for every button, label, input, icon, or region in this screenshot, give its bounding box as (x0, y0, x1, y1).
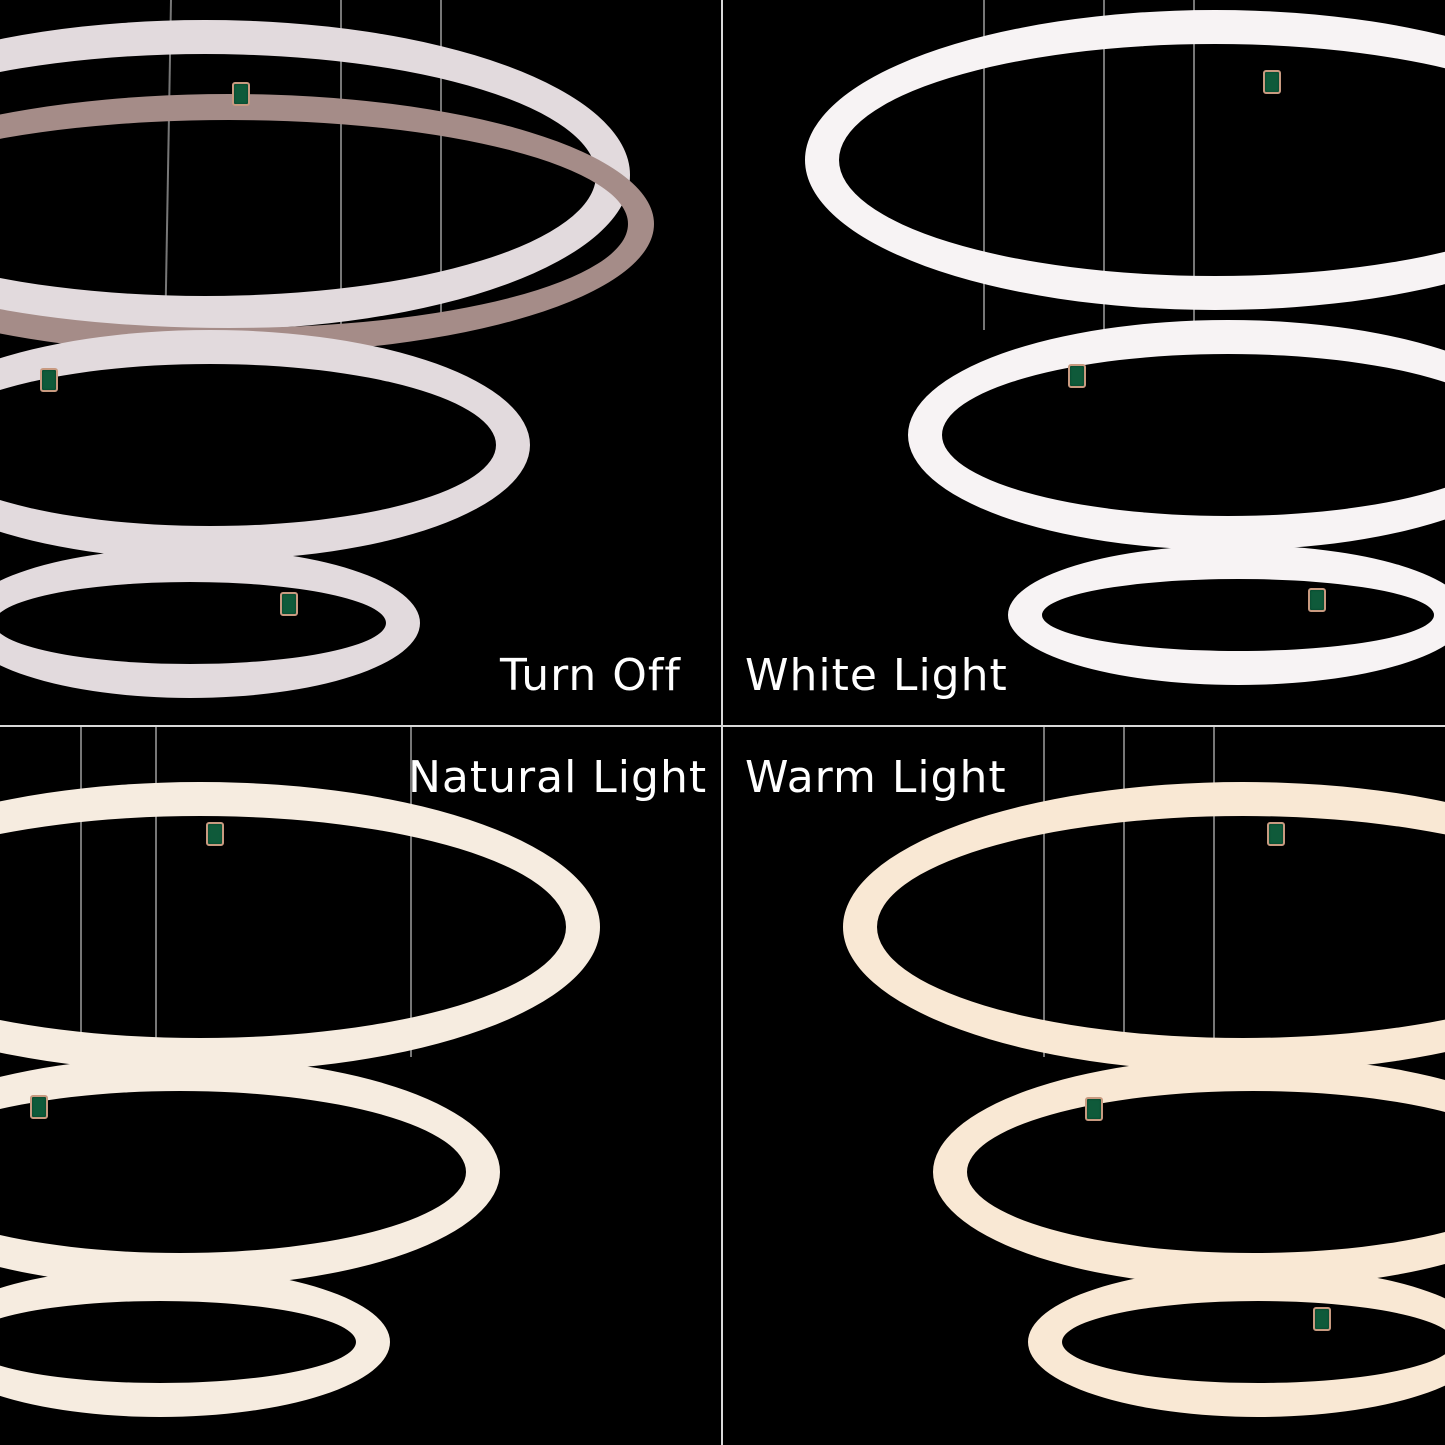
mode-label: Warm Light (745, 752, 1007, 803)
chandelier-ring-large (805, 10, 1445, 310)
mode-label: White Light (745, 650, 1008, 701)
emerald-gem (40, 368, 58, 392)
chandelier-ring-medium (0, 330, 530, 560)
emerald-gem (280, 592, 298, 616)
chandelier-ring-medium (908, 320, 1445, 550)
emerald-gem (1263, 70, 1281, 94)
chandelier-ring-large (843, 782, 1445, 1072)
chandelier-ring-large (0, 782, 600, 1072)
emerald-gem (1068, 364, 1086, 388)
chandelier-ring-small (1008, 545, 1445, 685)
grid-divider-horizontal (0, 725, 1445, 727)
panel-natural-light: Natural Light (0, 727, 721, 1445)
mode-label: Natural Light (408, 752, 708, 803)
emerald-gem (1313, 1307, 1331, 1331)
emerald-gem (1308, 588, 1326, 612)
grid-divider-vertical (721, 0, 723, 1445)
chandelier-ring-medium (933, 1057, 1445, 1287)
ring-metal-band (0, 94, 654, 354)
chandelier-ring-small (1028, 1267, 1445, 1417)
emerald-gem (232, 82, 250, 106)
mode-label: Turn Off (500, 650, 681, 701)
emerald-gem (1085, 1097, 1103, 1121)
panel-white-light: White Light (723, 0, 1445, 725)
emerald-gem (206, 822, 224, 846)
emerald-gem (30, 1095, 48, 1119)
panel-warm-light: Warm Light (723, 727, 1445, 1445)
chandelier-ring-large (0, 20, 654, 354)
chandelier-ring-small (0, 1267, 390, 1417)
panel-turn-off: Turn Off (0, 0, 721, 725)
chandelier-ring-medium (0, 1057, 500, 1287)
emerald-gem (1267, 822, 1285, 846)
chandelier-ring-small (0, 548, 420, 698)
